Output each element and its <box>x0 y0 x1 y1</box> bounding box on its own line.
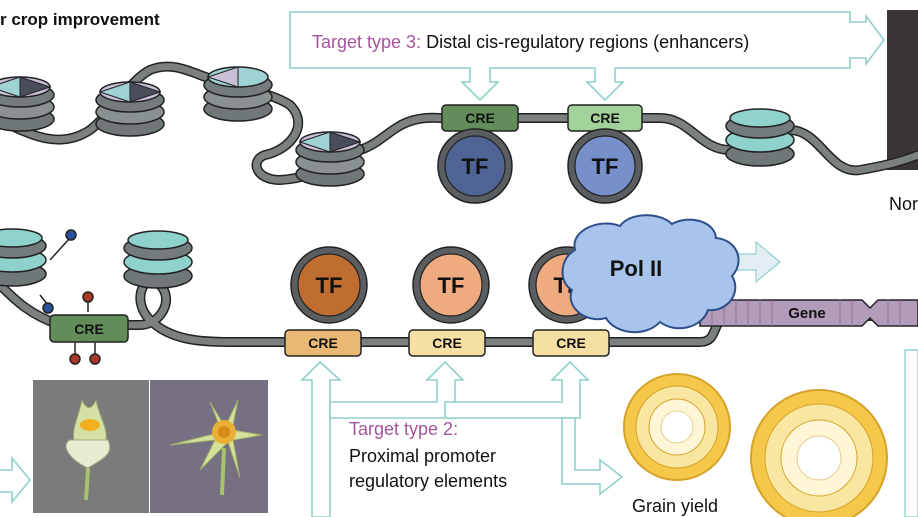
nucleosome <box>0 228 47 287</box>
cre-enhancer-1: CRE <box>441 104 519 132</box>
corn-cross-section-large <box>750 389 888 517</box>
cre-promoter-1: CRE <box>284 329 362 357</box>
corn-cross-section-small <box>623 373 731 481</box>
svg-text:TF: TF <box>462 154 489 179</box>
right-box-edge <box>904 349 918 517</box>
tf-peach: TF <box>412 246 490 324</box>
svg-text:TF: TF <box>316 273 343 298</box>
svg-text:CRE: CRE <box>74 321 104 337</box>
tf-brown: TF <box>290 246 368 324</box>
nucleosome <box>95 81 165 137</box>
target3-text: Distal cis-regulatory regions (enhancers… <box>421 32 749 52</box>
target3-prefix: Target type 3: <box>312 32 421 52</box>
nucleosome <box>203 66 273 122</box>
flower-photo-1 <box>33 380 149 513</box>
svg-text:TF: TF <box>438 273 465 298</box>
nor-partial-label: Nor <box>889 194 918 214</box>
target2-heading: Target type 2: <box>349 419 458 439</box>
svg-text:CRE: CRE <box>465 110 495 126</box>
photo-panel-top <box>887 10 918 170</box>
cre-promoter-3: CRE <box>532 329 610 357</box>
left-arrow <box>0 455 32 505</box>
pol-ii-label: Pol II <box>610 256 663 281</box>
cre-enhancer-2: CRE <box>567 104 643 132</box>
svg-text:CRE: CRE <box>590 110 620 126</box>
nucleosome <box>725 108 795 167</box>
target2-line3: regulatory elements <box>349 471 507 491</box>
title: r crop improvement <box>0 10 160 29</box>
target3-bracket <box>289 11 885 102</box>
target2-line2: Proximal promoter <box>349 446 496 466</box>
tf-blue: TF <box>567 128 643 204</box>
cre-promoter-2: CRE <box>408 329 486 357</box>
gene-block: Gene <box>699 299 918 327</box>
nucleosome <box>123 230 193 289</box>
svg-text:CRE: CRE <box>432 335 462 351</box>
grain-yield-label: Grain yield <box>632 496 718 516</box>
nucleosome <box>295 131 365 187</box>
cre-methylated: CRE <box>49 314 129 343</box>
target3-label: Target type 3: Distal cis-regulatory reg… <box>312 32 749 52</box>
target2-bg <box>332 419 560 517</box>
gene-label: Gene <box>788 305 826 322</box>
svg-text:CRE: CRE <box>556 335 586 351</box>
svg-text:TF: TF <box>592 154 619 179</box>
flower-photo-2 <box>150 380 268 513</box>
pol-ii-complex: Pol II <box>561 214 740 334</box>
svg-text:CRE: CRE <box>308 335 338 351</box>
methylation-marks <box>39 229 101 365</box>
target2-bracket <box>300 360 624 517</box>
tf-dark-blue: TF <box>437 128 513 204</box>
nucleosome <box>0 76 55 132</box>
